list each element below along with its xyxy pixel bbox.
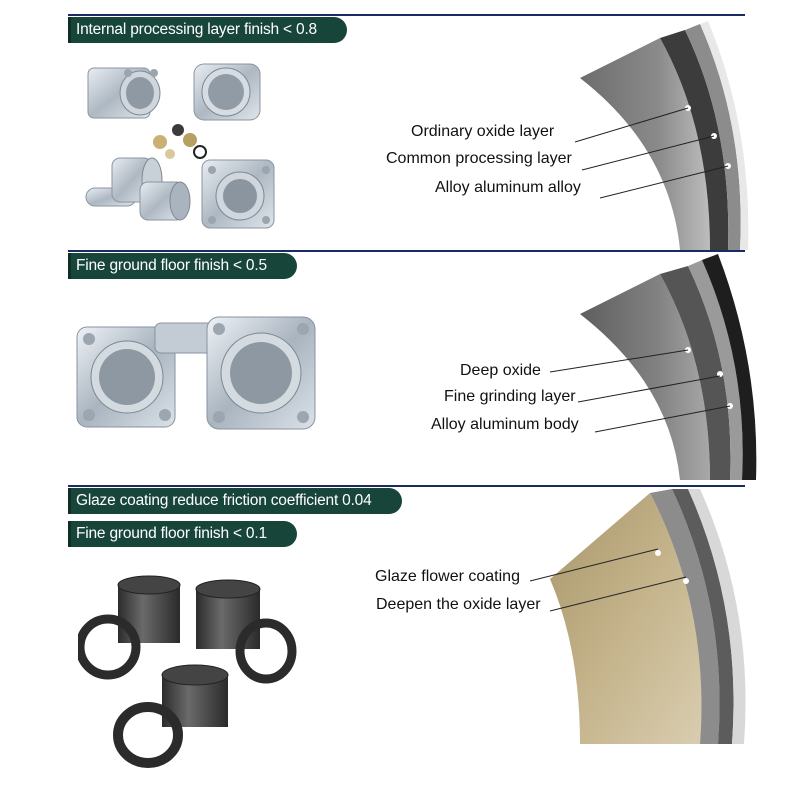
label-alloy-aluminum-body: Alloy aluminum body: [431, 416, 579, 433]
round-profile-tube: [193, 63, 261, 121]
section-divider: [68, 14, 745, 16]
section-title-tag: Fine ground floor finish < 0.5: [68, 253, 297, 279]
label-deepen-oxide-layer: Deepen the oxide layer: [376, 596, 541, 613]
bushing-bottom: [113, 664, 229, 768]
section-title-tag: Glaze coating reduce friction coefficien…: [68, 488, 402, 514]
square-profile-tube-large: [201, 159, 275, 229]
layer-cross-section: [580, 254, 757, 480]
coated-bushing-images: [78, 575, 297, 768]
section-subtitle-tag: Fine ground floor finish < 0.1: [68, 521, 297, 547]
profile-tube-right: [206, 316, 316, 430]
round-tubes: [85, 157, 191, 221]
section-processing-layer: Internal processing layer finish < 0.8: [0, 0, 800, 250]
square-profile-tube: [87, 67, 161, 119]
section-divider: [68, 250, 745, 252]
aluminum-tube-images: [85, 63, 275, 229]
bushing-left: [78, 575, 181, 680]
label-deep-oxide: Deep oxide: [460, 362, 541, 379]
leader-lines: [574, 107, 729, 199]
bushing-right: [195, 579, 297, 684]
section-fine-ground: Fine ground floor finish < 0.5: [0, 250, 800, 485]
label-common-processing-layer: Common processing layer: [386, 150, 572, 167]
label-glaze-flower-coating: Glaze flower coating: [375, 568, 520, 585]
layer-cross-section: [580, 18, 760, 250]
section-title-tag: Internal processing layer finish < 0.8: [68, 17, 347, 43]
section-glaze-coating: Glaze coating reduce friction coefficien…: [0, 485, 800, 800]
label-fine-grinding-layer: Fine grinding layer: [444, 388, 576, 405]
label-ordinary-oxide-layer: Ordinary oxide layer: [411, 123, 555, 140]
seal-kit: [153, 124, 207, 159]
leader-lines: [529, 548, 687, 612]
layer-cross-section: [550, 489, 746, 744]
aluminum-profile-images: [76, 316, 316, 430]
leader-lines: [549, 349, 731, 433]
label-alloy-aluminum-alloy: Alloy aluminum alloy: [435, 179, 581, 196]
section-divider: [68, 485, 745, 487]
profile-tube-left: [76, 326, 176, 428]
